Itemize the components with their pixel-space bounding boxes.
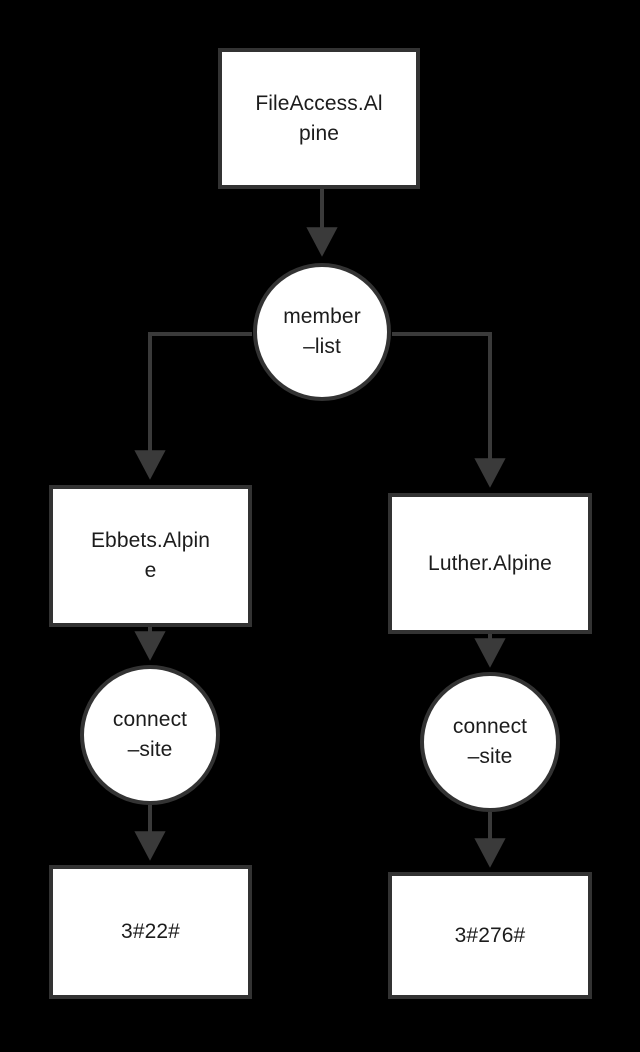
node-label: connect –site — [112, 708, 188, 761]
node-label: 3#276# — [454, 923, 526, 947]
node-label: member –list — [283, 305, 361, 358]
edge-member-list-to-luther — [392, 332, 506, 488]
node-ebbets-alpine[interactable]: Ebbets.Alpin e — [49, 485, 252, 627]
node-leaf-3-22[interactable]: 3#22# — [49, 865, 252, 999]
node-connect-site-right[interactable]: connect –site — [420, 672, 560, 812]
edge-member-list-to-ebbets — [134, 332, 252, 480]
node-label: 3#22# — [121, 920, 180, 944]
node-label: Luther.Alpine — [428, 551, 552, 575]
node-leaf-3-276[interactable]: 3#276# — [388, 872, 592, 999]
node-connect-site-left[interactable]: connect –site — [80, 665, 220, 805]
node-label: FileAccess.Al pine — [255, 91, 383, 145]
node-label: connect –site — [452, 715, 528, 768]
node-member-list[interactable]: member –list — [253, 263, 391, 401]
node-luther-alpine[interactable]: Luther.Alpine — [388, 493, 592, 634]
node-label: Ebbets.Alpin e — [90, 529, 211, 582]
node-fileaccess-alpine[interactable]: FileAccess.Al pine — [218, 48, 420, 189]
